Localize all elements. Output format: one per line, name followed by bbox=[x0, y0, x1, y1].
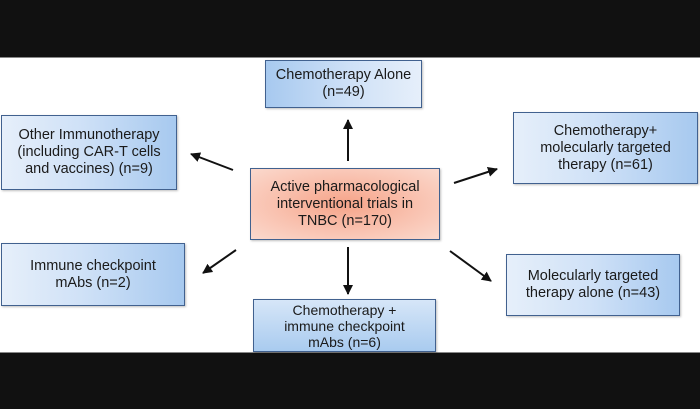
box-label: Chemotherapy + immune checkpoint mAbs (n… bbox=[284, 301, 405, 350]
box-label: Other Immunotherapy (including CAR-T cel… bbox=[17, 127, 161, 177]
box-label: Immune checkpoint mAbs (n=2) bbox=[30, 257, 156, 291]
box-label: Active pharmacological interventional tr… bbox=[270, 178, 420, 229]
box-chemo-alone: Chemotherapy Alone (n=49) bbox=[265, 60, 422, 108]
box-other-immuno: Other Immunotherapy (including CAR-T cel… bbox=[1, 115, 177, 190]
box-label: Chemotherapy+ molecularly targeted thera… bbox=[540, 122, 671, 173]
box-chemo-targeted: Chemotherapy+ molecularly targeted thera… bbox=[513, 112, 698, 184]
box-label: Molecularly targeted therapy alone (n=43… bbox=[525, 268, 661, 301]
box-chemo-checkpoint: Chemotherapy + immune checkpoint mAbs (n… bbox=[253, 299, 436, 352]
box-label: Chemotherapy Alone (n=49) bbox=[275, 67, 412, 100]
box-targeted-alone: Molecularly targeted therapy alone (n=43… bbox=[506, 254, 680, 316]
box-checkpoint-mabs: Immune checkpoint mAbs (n=2) bbox=[1, 243, 185, 306]
box-center-total-trials: Active pharmacological interventional tr… bbox=[250, 168, 440, 240]
